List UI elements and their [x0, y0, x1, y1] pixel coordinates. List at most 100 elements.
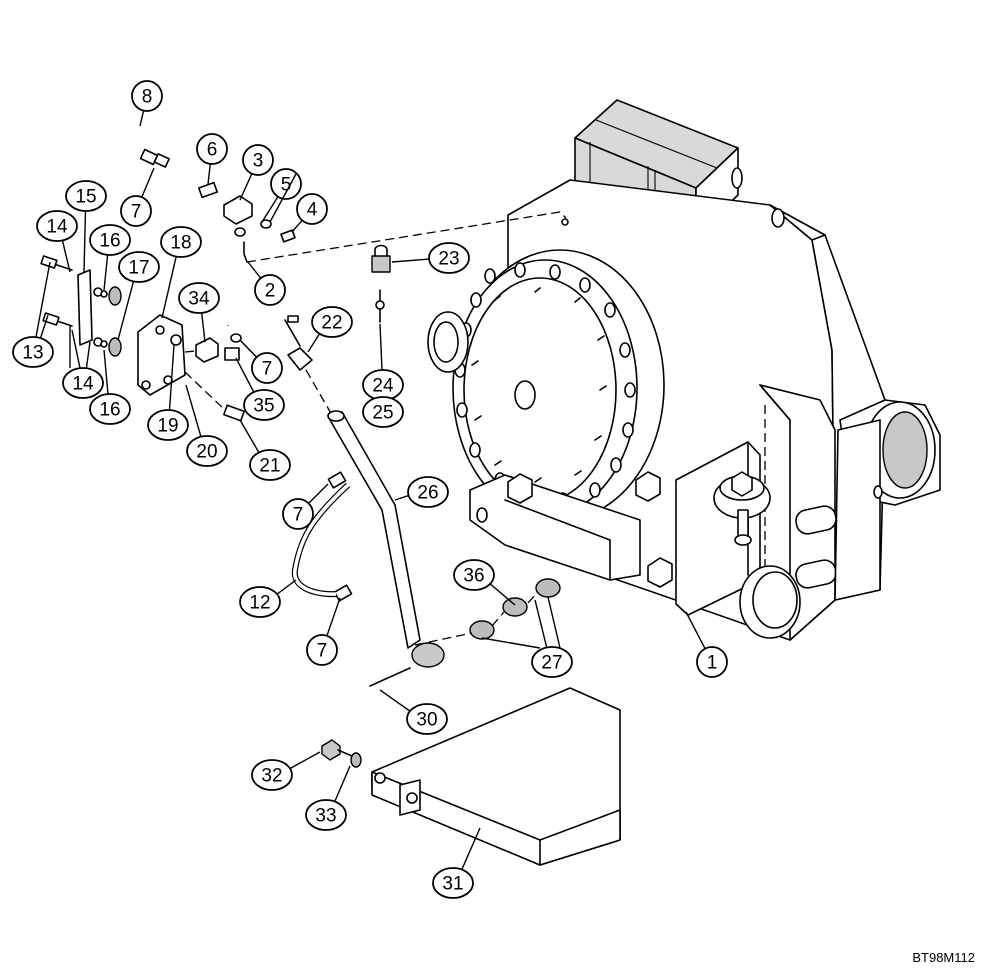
bolt-32-washer-33: [321, 739, 362, 768]
callout-leader: [489, 583, 516, 606]
callout-balloon: [12, 336, 54, 368]
hose-8: [82, 102, 231, 326]
callout-leader: [247, 261, 262, 279]
callout-balloon: [406, 703, 448, 735]
callout-balloon: [251, 352, 283, 384]
callout-balloon: [270, 168, 302, 200]
callout-labels: 1234567777812131414151616171819202122232…: [12, 80, 728, 899]
guard-31: [371, 687, 621, 866]
callout-leader: [139, 110, 145, 127]
callout-leader: [207, 163, 211, 185]
callout-leader: [103, 349, 109, 395]
lock-and-pin: [371, 244, 391, 323]
callout-balloon: [118, 251, 160, 283]
callout-number: 32: [261, 766, 282, 787]
callout-number: 5: [281, 175, 292, 196]
callout-number: 31: [442, 874, 463, 895]
callout-leader: [103, 254, 109, 291]
callout-number: 1: [707, 653, 718, 674]
callout-number: 7: [293, 505, 304, 526]
callout-leader: [326, 597, 341, 637]
callout-number: 19: [157, 416, 178, 437]
callout-leader: [235, 357, 255, 393]
callout-number: 12: [249, 593, 270, 614]
clamps-27-36: [414, 578, 561, 646]
callout-number: 15: [75, 187, 96, 208]
callout-leader: [61, 240, 71, 273]
callout-number: 23: [438, 249, 459, 270]
callout-leader: [85, 341, 91, 369]
callout-number: 7: [317, 641, 328, 662]
transmission-assembly: [427, 99, 941, 641]
callout-balloon: [120, 195, 152, 227]
callout-balloon: [306, 634, 338, 666]
callout-balloon: [254, 274, 286, 306]
callout-balloon: [311, 306, 353, 338]
callout-number: 36: [463, 566, 484, 587]
callout-leader: [185, 384, 202, 437]
callout-number: 30: [416, 710, 437, 731]
callout-leader: [394, 494, 409, 501]
callout-number: 25: [372, 403, 393, 424]
callout-number: 22: [321, 313, 342, 334]
callout-number: 24: [372, 376, 394, 397]
callout-balloon: [147, 409, 189, 441]
callout-leader: [308, 483, 329, 504]
callout-balloon: [160, 226, 202, 258]
callout-balloon: [178, 282, 220, 314]
bracket-assembly: [40, 255, 245, 422]
callout-leader: [35, 261, 51, 338]
callout-leader: [481, 637, 541, 649]
callout-leader: [168, 344, 175, 411]
callout-number: 18: [170, 233, 191, 254]
callout-balloon: [131, 80, 163, 112]
callout-leader: [307, 333, 321, 353]
callout-leader: [83, 210, 87, 273]
callout-leader: [239, 173, 253, 201]
callout-balloon: [531, 646, 573, 678]
callout-number: 4: [307, 200, 318, 221]
dipstick-tube: [284, 315, 445, 687]
callout-number: 6: [207, 140, 218, 161]
callout-leader: [141, 167, 155, 198]
callout-leader: [334, 765, 351, 802]
callout-balloon: [432, 867, 474, 899]
callout-leader: [289, 751, 321, 770]
callout-number: 27: [541, 653, 562, 674]
inner-ring-pins: [471, 287, 607, 483]
callout-number: 2: [265, 281, 276, 302]
callout-number: 35: [253, 396, 274, 417]
callout-number: 21: [259, 456, 280, 477]
callout-balloon: [407, 476, 449, 508]
callout-balloon: [282, 498, 314, 530]
callout-leader: [461, 827, 481, 870]
callout-number: 14: [72, 374, 94, 395]
callout-number: 7: [131, 202, 142, 223]
callout-balloon: [696, 646, 728, 678]
callout-balloon: [249, 449, 291, 481]
callout-number: 8: [142, 87, 153, 108]
callout-leader: [534, 599, 548, 648]
callout-balloon: [362, 396, 404, 428]
callout-balloon: [251, 759, 293, 791]
callout-leader: [291, 219, 303, 233]
callout-balloon: [243, 389, 285, 421]
callout-balloon: [428, 242, 470, 274]
callout-leader: [201, 312, 206, 343]
callout-number: 13: [22, 343, 43, 364]
callout-leader: [547, 596, 561, 649]
callout-balloon: [196, 133, 228, 165]
callout-number: 16: [99, 400, 120, 421]
callout-leader: [161, 256, 177, 319]
callout-balloon: [89, 393, 131, 425]
callout-number: 17: [128, 258, 149, 279]
callout-leader: [239, 339, 258, 358]
callout-number: 20: [196, 442, 217, 463]
callout-balloon: [296, 193, 328, 225]
callout-leader: [261, 196, 279, 223]
callout-number: 3: [253, 151, 264, 172]
callout-balloon: [305, 799, 347, 831]
callout-leader: [269, 173, 297, 223]
diagram-code: BT98M112: [912, 950, 975, 965]
